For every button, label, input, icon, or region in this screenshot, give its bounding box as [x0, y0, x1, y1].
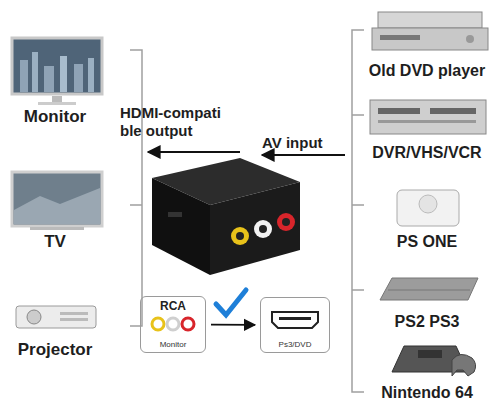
device-label: PS ONE — [352, 233, 500, 251]
device-label: HDMI-compati ble output — [120, 104, 232, 140]
adapter-illustration — [152, 158, 300, 275]
device-label: Projector — [0, 341, 110, 359]
monitor-icon — [12, 38, 102, 105]
rca-jacks — [152, 318, 194, 330]
input-arrow — [262, 154, 345, 156]
hdmi-port — [272, 312, 318, 328]
left-bracket — [130, 50, 142, 326]
ps-one-icon — [397, 190, 459, 226]
box-caption: Ps3/DVD — [279, 340, 312, 349]
projector-icon — [16, 306, 96, 328]
box-caption: Monitor — [160, 340, 187, 349]
device-label: TV — [0, 233, 110, 251]
right-bracket — [352, 30, 364, 392]
n64-icon — [392, 346, 476, 376]
device-label: AV input — [262, 134, 352, 152]
box-heading: RCA — [160, 299, 186, 313]
check-mark — [216, 290, 246, 315]
rca-box: RCA Monitor — [140, 296, 206, 353]
device-label: DVR/VHS/VCR — [352, 144, 500, 162]
hdmi-box: Ps3/DVD — [260, 297, 330, 353]
device-label: PS2 PS3 — [352, 313, 500, 331]
ps2-icon — [380, 278, 478, 300]
tv-icon — [12, 172, 102, 230]
hdmi-pins — [279, 317, 311, 320]
device-label: Nintendo 64 — [352, 384, 500, 402]
connector-arrow — [211, 324, 255, 326]
dvr-icon — [370, 100, 486, 134]
device-label: Old DVD player — [352, 62, 500, 80]
output-arrow — [148, 151, 240, 153]
device-label: Monitor — [0, 108, 110, 126]
dvd-player-icon — [372, 12, 488, 50]
